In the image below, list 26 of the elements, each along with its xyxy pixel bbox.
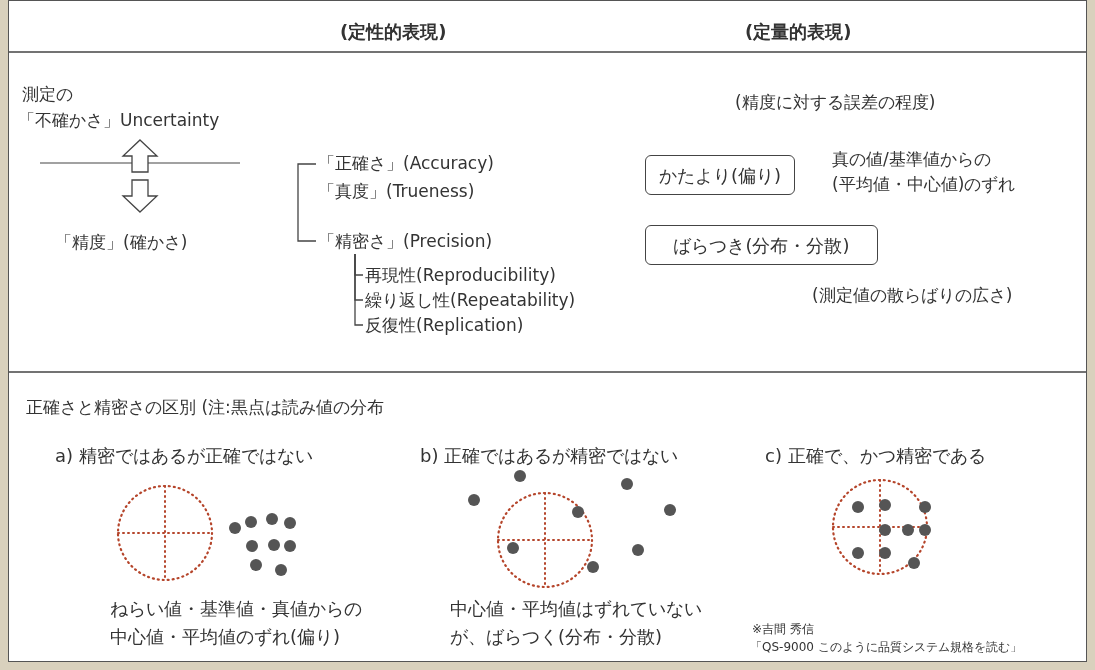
- term-label: 「精密さ」(Precision): [318, 228, 493, 254]
- heading-text: 「精度」(確かさ): [55, 231, 188, 254]
- note-text: (精度に対する誤差の程度): [735, 91, 936, 114]
- term-box: ばらつき(分布・分散): [645, 225, 878, 265]
- term-label: 反復性(Replication): [365, 312, 524, 338]
- section-heading: 正確さと精密さの区別 (注:黒点は読み値の分布: [26, 396, 384, 419]
- source-note: ※吉間 秀信: [752, 621, 814, 638]
- caption-text: 中心値・平均値はずれていないが、ばらつく(分布・分散): [450, 597, 703, 649]
- tree-line: [297, 163, 317, 242]
- term-box: かたより(偏り): [645, 155, 795, 195]
- description-text: (測定値の散らばりの広さ): [812, 284, 1014, 307]
- column-heading: (定量的表現): [745, 20, 852, 44]
- caption-text: ねらい値・基準値・真値からの中心値・平均値のずれ(偏り): [110, 597, 363, 649]
- panel-heading: b) 正確ではあるが精密ではない: [420, 444, 679, 468]
- description-text: 真の値/基準値からの(平均値・中心値)のずれ: [832, 148, 1017, 196]
- panel-heading: c) 正確で、かつ精密である: [765, 444, 986, 468]
- panel-heading: a) 精密ではあるが正確ではない: [55, 444, 313, 468]
- term-label: 「真度」(Trueness): [318, 180, 475, 203]
- term-label: 繰り返し性(Repeatability): [365, 287, 576, 313]
- source-note: 「QS-9000 このように品質システム規格を読む」: [750, 639, 1022, 656]
- term-label: 再現性(Reproducibility): [365, 262, 556, 288]
- heading-text: 「不確かさ」Uncertainty: [18, 109, 220, 132]
- term-label: 「正確さ」(Accuracy): [318, 152, 494, 175]
- heading-text: 測定の: [22, 83, 73, 106]
- column-heading: (定性的表現): [340, 20, 447, 44]
- tree-line: [354, 253, 364, 326]
